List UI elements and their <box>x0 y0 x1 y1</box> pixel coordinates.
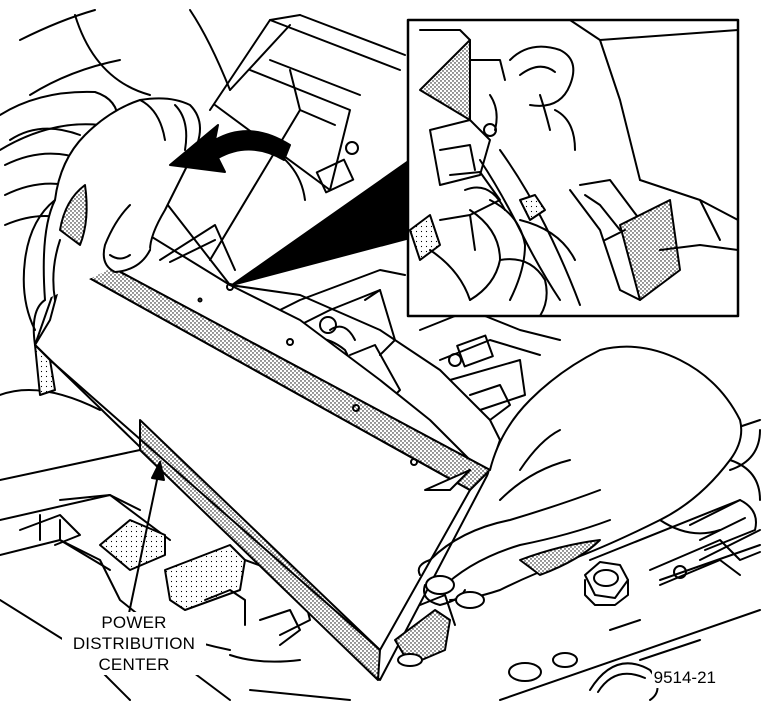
figure-number: 9514-21 <box>651 668 718 688</box>
left-hand <box>22 97 201 346</box>
right-hand <box>417 345 761 609</box>
background-structure <box>0 9 761 701</box>
callout-line-3: CENTER <box>98 655 170 674</box>
callout-leader-arrow <box>127 461 165 619</box>
power-distribution-center-housing <box>34 194 501 681</box>
power-distribution-center-label: POWER DISTRIBUTION CENTER <box>62 612 206 675</box>
callout-line-1: POWER <box>101 613 167 632</box>
detail-inset <box>406 18 740 318</box>
callout-line-2: DISTRIBUTION <box>72 634 196 653</box>
rotation-arrow-icon <box>169 124 291 173</box>
